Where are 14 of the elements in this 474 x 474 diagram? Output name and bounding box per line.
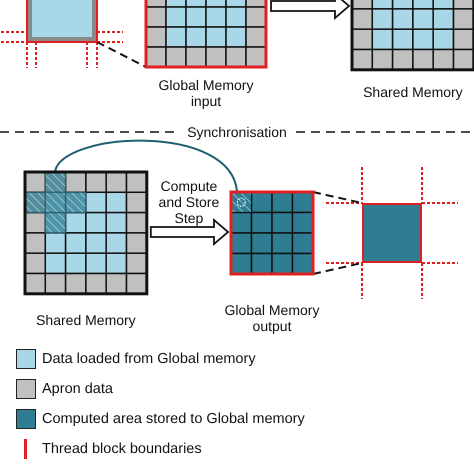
- grid-label: Shared Memory: [35, 312, 137, 328]
- legend-label: Apron data: [42, 380, 113, 398]
- legend-label: Data loaded from Global memory: [42, 350, 256, 368]
- connector-line: [54, 140, 238, 192]
- block-arrow: [150, 218, 230, 246]
- zoom-line: [96, 41, 146, 68]
- grid-label: Shared Memory: [362, 84, 464, 100]
- block-arrow: [270, 0, 350, 20]
- grid-label: Global Memory output: [224, 302, 320, 334]
- legend-label: Computed area stored to Global memory: [42, 410, 305, 428]
- grid-label: Global Memory input: [158, 77, 254, 109]
- edge-label: Compute and Store Step: [158, 178, 220, 226]
- legend-label: Thread block boundaries: [42, 440, 202, 458]
- section-label: Synchronisation: [185, 124, 289, 140]
